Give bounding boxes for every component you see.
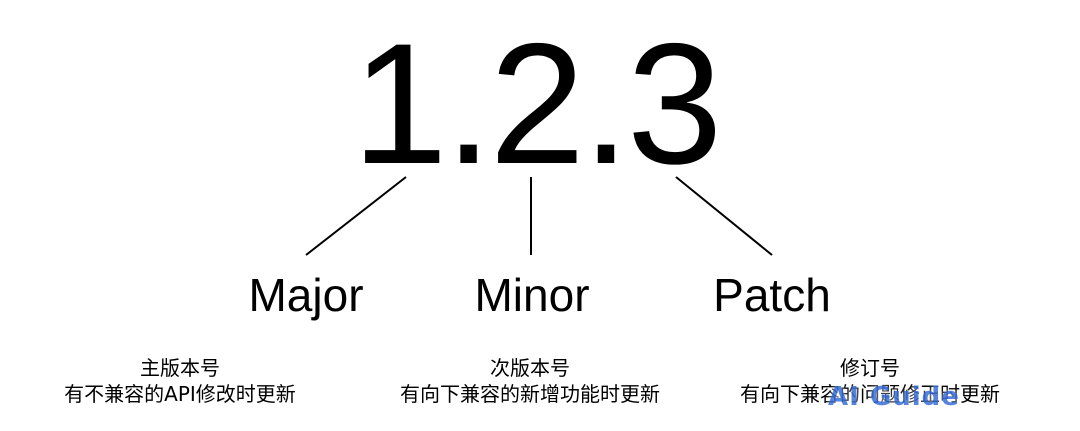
patch-title: 修订号 [840, 356, 900, 380]
major-description: 有不兼容的API修改时更新 [64, 382, 296, 406]
watermark-logo: AI Guide [828, 382, 960, 412]
minor-description: 有向下兼容的新增功能时更新 [400, 382, 660, 406]
patch-description: 有向下兼容的问题修正时更新 [740, 382, 1000, 406]
major-title: 主版本号 [140, 356, 220, 380]
minor-title: 次版本号 [490, 356, 570, 380]
patch-label: Patch [713, 269, 831, 321]
version-number: 1.2.3 [352, 8, 723, 200]
major-description-block: 主版本号 有不兼容的API修改时更新 [0, 356, 360, 408]
patch-description-block: 修订号 有向下兼容的问题修正时更新 [690, 356, 1050, 408]
major-label: Major [248, 269, 364, 321]
minor-description-block: 次版本号 有向下兼容的新增功能时更新 [350, 356, 710, 408]
minor-label: Minor [474, 269, 590, 321]
